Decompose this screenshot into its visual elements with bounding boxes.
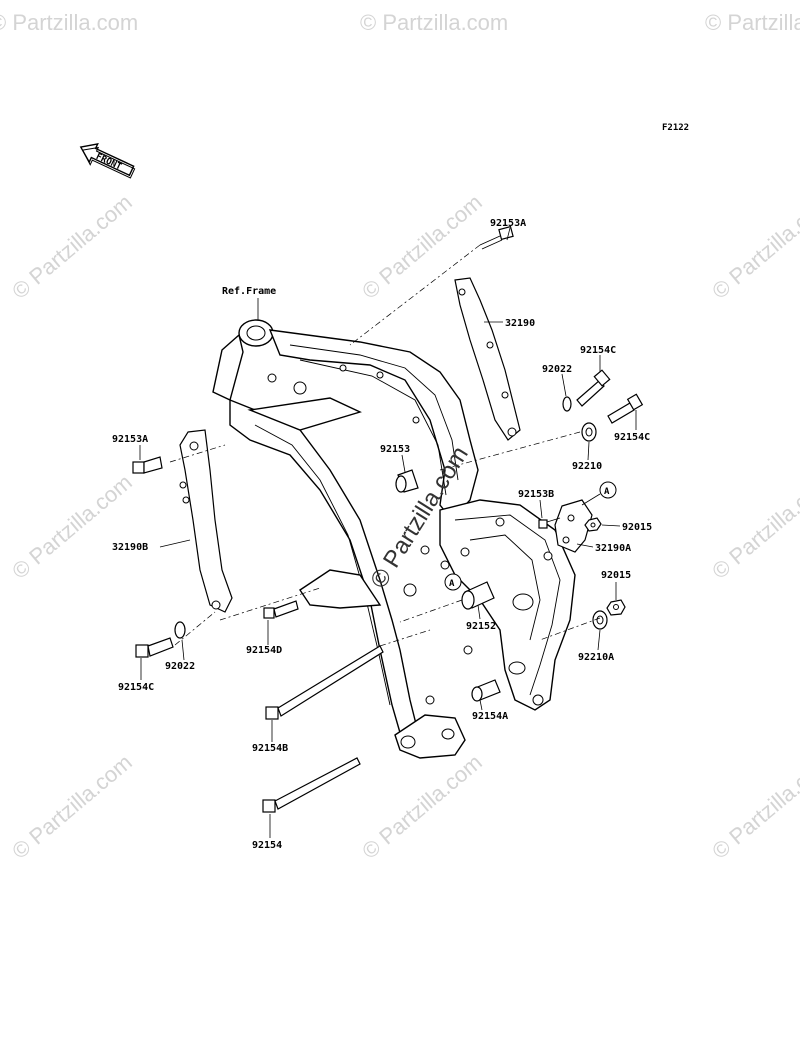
watermark: © Partzilla.com: [707, 749, 800, 863]
watermark: © Partzilla.com: [7, 469, 137, 583]
part-label: 92154C: [118, 682, 154, 693]
watermark: © Partzilla.com: [7, 189, 137, 303]
bolt-92154c-right: [607, 393, 644, 424]
watermark: © Partzilla.com: [707, 189, 800, 303]
part-label: 32190B: [112, 542, 148, 553]
part-label: 92210A: [578, 652, 614, 663]
watermark: © Partzilla.com: [360, 10, 508, 35]
watermark: © Partzilla.com: [707, 469, 800, 583]
bolt-92153a-top: [479, 225, 514, 250]
bolt-92154: [262, 757, 361, 813]
watermark: © Partzilla.com: [357, 749, 487, 863]
washer-92022-top: [562, 396, 572, 412]
part-label: 92154C: [614, 432, 650, 443]
watermark: © Partzilla.com: [0, 10, 138, 35]
nut-92015-b: [606, 599, 626, 616]
part-label: 92015: [622, 522, 652, 533]
spacer-92152: [461, 581, 495, 610]
bolt-92154c-top: [576, 369, 611, 407]
collar-92210: [581, 422, 597, 442]
bracket-32190: [454, 277, 521, 441]
part-label: 92154A: [472, 711, 508, 722]
part-label: 32190A: [595, 543, 631, 554]
bolt-92153: [395, 469, 419, 493]
bracket-32190a: [554, 499, 593, 553]
part-label: 92153A: [490, 218, 526, 229]
bolt-92154b: [265, 645, 384, 720]
front-arrow-icon: FRONT: [79, 142, 136, 179]
bolt-92154c-bottom: [135, 637, 174, 658]
part-label: 92022: [542, 364, 572, 375]
part-label: 92015: [601, 570, 631, 581]
part-label: 32190: [505, 318, 535, 329]
nut-92015-a: [584, 517, 602, 532]
part-label: 92153A: [112, 434, 148, 445]
callout-a-mid: A: [444, 573, 462, 591]
svg-text:A: A: [604, 487, 610, 497]
part-label: 92153: [380, 444, 410, 455]
part-label: 92153B: [518, 489, 554, 500]
spacer-92154a: [471, 679, 501, 702]
collar-92210a: [592, 610, 608, 630]
watermark: © Partzilla.com: [705, 10, 800, 35]
bracket-32190b: [179, 429, 233, 613]
bolt-92153b: [538, 517, 561, 529]
part-label: 92152: [466, 621, 496, 632]
part-label: 92154C: [580, 345, 616, 356]
callout-a-top: A: [581, 481, 617, 506]
watermark: © Partzilla.com: [7, 749, 137, 863]
part-label: 92210: [572, 461, 602, 472]
part-label: 92154D: [246, 645, 282, 656]
part-labels: 92153A 32190 92154C 92022 92154C 92210 9…: [112, 218, 652, 851]
motorcycle-frame: [212, 319, 576, 759]
svg-text:A: A: [449, 579, 455, 589]
assembly-lines: [169, 244, 601, 647]
bolt-92153a-left: [132, 456, 163, 474]
part-label: 92154: [252, 840, 282, 851]
part-label: 92154B: [252, 743, 288, 754]
part-label: 92022: [165, 661, 195, 672]
figure-code: F2122: [662, 123, 689, 133]
washer-92022-bottom: [174, 621, 186, 639]
ref-frame-label: Ref.Frame: [222, 286, 276, 297]
bolt-92154d: [263, 600, 299, 619]
